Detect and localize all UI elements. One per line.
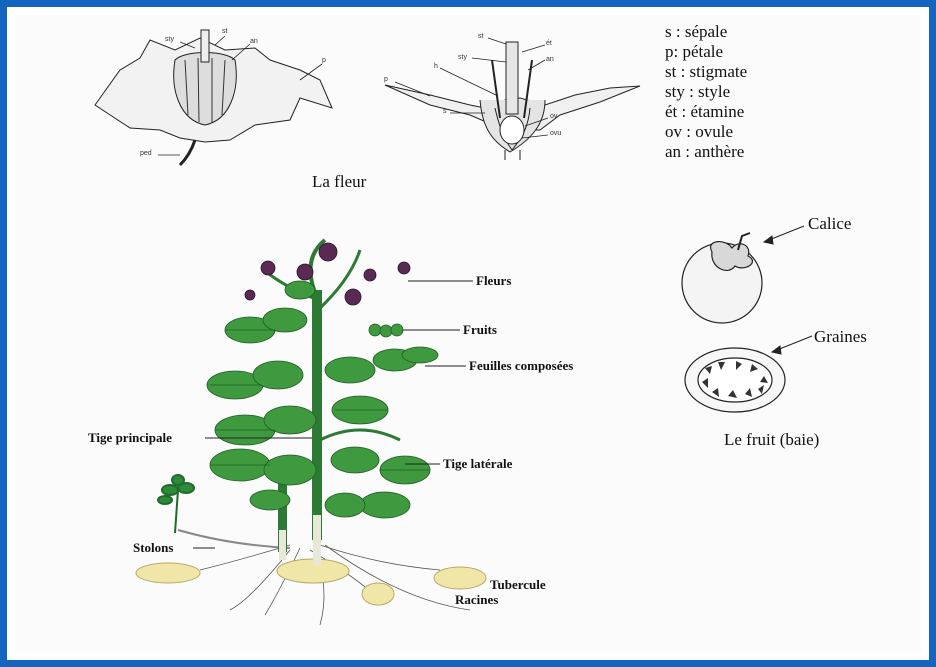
legend-item: sty : style [665, 82, 747, 102]
label-feuilles-composees: Feuilles composées [469, 358, 573, 374]
potato-plant-drawing [136, 240, 486, 625]
legend-item: ét : étamine [665, 102, 747, 122]
label-sty: sty [165, 36, 174, 43]
label-fleurs: Fleurs [476, 273, 511, 289]
label-p: p [322, 57, 326, 64]
legend-item: s : sépale [665, 22, 747, 42]
label-tige-principale: Tige principale [88, 430, 172, 446]
fruit-caption: Le fruit (baie) [724, 430, 819, 450]
flower-caption: La fleur [312, 172, 366, 192]
label-h: h [434, 63, 438, 70]
legend-item: ov : ovule [665, 122, 747, 142]
legend-item: an : anthère [665, 142, 747, 162]
label-an: an [250, 38, 258, 45]
label-calice: Calice [808, 214, 851, 234]
label-tige-laterale: Tige latérale [443, 456, 512, 472]
label-tubercule: Tubercule [490, 577, 546, 593]
label-et: ét [546, 40, 552, 47]
legend-item: st : stigmate [665, 62, 747, 82]
label-sty: sty [458, 54, 467, 61]
label-graines: Graines [814, 327, 867, 347]
label-ped: ped [140, 150, 152, 157]
legend: s : sépale p: pétale st : stigmate sty :… [665, 22, 747, 162]
fruit-leaders [764, 226, 812, 354]
label-fruits: Fruits [463, 322, 497, 338]
label-ovu: ovu [550, 130, 561, 137]
flower-section-drawing [385, 42, 640, 160]
label-st: st [478, 33, 483, 40]
label-p: p [384, 76, 388, 83]
label-an: an [546, 56, 554, 63]
label-stolons: Stolons [133, 540, 173, 556]
fruit-section-drawing [685, 348, 785, 412]
fruit-whole-drawing [682, 233, 762, 323]
label-s: s [443, 108, 447, 115]
legend-item: p: pétale [665, 42, 747, 62]
flower-external-drawing [95, 30, 332, 165]
label-racines: Racines [455, 592, 498, 608]
label-st: st [222, 28, 227, 35]
label-ov: ov [550, 113, 557, 120]
